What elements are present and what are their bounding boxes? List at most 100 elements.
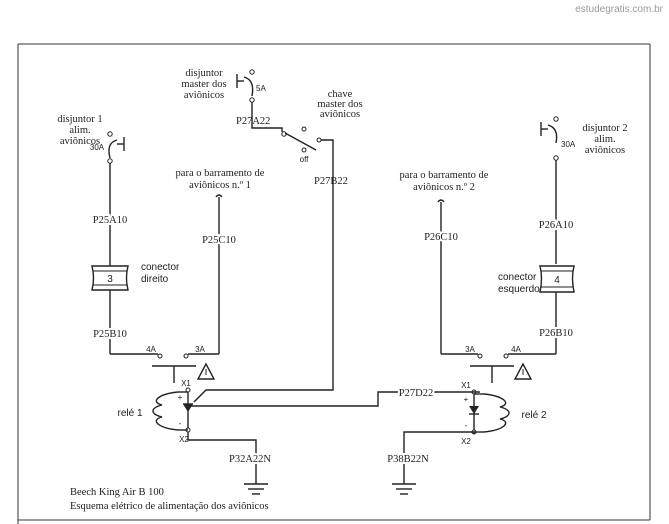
right-breaker-arc: [547, 124, 558, 144]
caption-line-2: Esquema elétrico de alimentação dos aviô…: [70, 501, 269, 512]
left-bus-label-2: aviônicos n.º 1: [189, 180, 251, 191]
relay-1-plus: +: [178, 393, 183, 402]
connector-4-body: [539, 265, 575, 293]
relay-1-warning-triangle: [196, 362, 216, 380]
wire-label-P38B22N-bg: P38B22N: [387, 454, 429, 465]
master-switch-off-contact: [301, 147, 307, 153]
connector-3-body: [91, 265, 129, 291]
connector-4-label-1: conector: [498, 272, 537, 283]
relay-2-diode: [469, 406, 479, 414]
relay-2-x2-label: X2: [461, 437, 471, 446]
wire-P27A22: [251, 112, 283, 132]
master-breaker-rating: 5A: [256, 84, 266, 93]
right-breaker-label-2: alim.: [594, 134, 615, 145]
wire-P38B22N: [403, 431, 475, 484]
ground-1-icon: [244, 483, 268, 495]
relay-2-minus: -: [465, 421, 468, 430]
relay-1-contact-3a: [183, 353, 189, 359]
connector-3-label-1: conector: [141, 262, 180, 273]
master-switch-on-contact: [301, 126, 307, 132]
relay-1-warning-icon: [196, 362, 216, 380]
wire-label-P25B10-bg: P25B10: [93, 329, 127, 340]
right-breaker-rating: 30A: [561, 140, 576, 149]
relay-2-label: relé 2: [521, 410, 546, 421]
master-switch-label-3: aviônicos: [320, 109, 360, 120]
relay-2: + -: [464, 389, 510, 435]
wire-label-P26A10-bg: P26A10: [539, 220, 573, 231]
master-breaker-label-2: master dos: [181, 79, 226, 90]
master-switch-out-contact: [316, 137, 322, 143]
relay-2-contact-a-label: 3A: [465, 345, 475, 354]
left-breaker-rating: 30A: [90, 143, 105, 152]
wire-P27B22: [193, 139, 334, 403]
left-breaker-arc: [108, 139, 118, 159]
wire-P27D22: [190, 391, 480, 407]
relay-2-warning-icon: [513, 362, 533, 380]
relay-1-diode: [183, 404, 193, 412]
wire-label-P25C10-bg: P25C10: [202, 235, 236, 246]
wire-label-P38B22N: P38B22N: [387, 454, 429, 465]
relay-1: + -: [152, 387, 193, 433]
connector-4-label-2: esquerdo: [498, 284, 540, 295]
master-breaker-arc: [243, 76, 254, 97]
connector-4: 4: [539, 265, 575, 293]
right-breaker-label-3: aviônicos: [585, 145, 625, 156]
master-breaker-label-1: disjuntor: [185, 68, 223, 79]
relay-2-contact-4a: [503, 353, 509, 359]
relay-2-contacts: [470, 353, 514, 383]
master-switch-lever: [284, 132, 317, 151]
relay-2-x1-label: X1: [461, 381, 471, 390]
wire-label-P25B10: P25B10: [93, 329, 127, 340]
wire-label-P27D22-bg: P27D22: [399, 388, 433, 399]
wire-P32A22N: [187, 432, 257, 484]
right-breaker-label-1: disjuntor 2: [582, 123, 627, 134]
master-breaker-label-3: aviônicos: [184, 90, 224, 101]
left-breaker-terminal-top: [107, 131, 113, 137]
relay-1-minus: -: [179, 419, 182, 428]
master-breaker: [236, 69, 255, 112]
master-switch-label-1: chave: [328, 89, 353, 100]
wire-label-P26B10: P26B10: [539, 328, 573, 339]
wire-label-P26B10-bg: P26B10: [539, 328, 573, 339]
wire-label-P25A10-bg: P25A10: [93, 215, 127, 226]
master-breaker-terminal-bottom: [249, 97, 255, 103]
right-breaker-terminal-top: [553, 116, 559, 122]
left-breaker-label-1: disjuntor 1: [57, 114, 102, 125]
wire-label-P32A22N-bg: P32A22N: [229, 454, 271, 465]
relay-2-warning-triangle: [513, 362, 533, 380]
connector-3-number: 3: [107, 274, 113, 285]
wire-label-P27A22: P27A22: [236, 116, 270, 127]
connector-4-number: 4: [554, 275, 560, 286]
right-breaker-terminal-bottom: [553, 155, 559, 161]
connector-3: 3: [91, 265, 129, 291]
relay-1-x2-label: X2: [179, 435, 189, 444]
left-breaker-label-2: alim.: [69, 125, 90, 136]
left-bus-label-1: para o barramento de: [176, 168, 265, 179]
relay-1-coil: [152, 391, 179, 431]
relay-2-contact-b-label: 4A: [511, 345, 521, 354]
wire-label-P32A22N: P32A22N: [229, 454, 271, 465]
watermark: estudegratis.com.br: [575, 4, 663, 15]
left-breaker-label-3: aviônicos: [60, 136, 100, 147]
left-breaker: [107, 131, 125, 164]
master-switch-label-2: master dos: [317, 99, 362, 110]
relay-1-label: relé 1: [117, 408, 142, 419]
relay-1-contacts: [152, 353, 196, 383]
wire-label-P27D22: P27D22: [399, 388, 433, 399]
wire-label-P26C10-bg: P26C10: [424, 232, 458, 243]
wire-label-P25A10: P25A10: [93, 215, 127, 226]
right-bus-label-2: aviônicos n.º 2: [413, 182, 475, 193]
relay-1-contact-b-label: 3A: [195, 345, 205, 354]
relay-1-x1-label: X1: [181, 379, 191, 388]
master-switch-off-label: off: [300, 155, 310, 164]
connector-3-label-2: direito: [141, 274, 169, 285]
wire-label-P26A10: P26A10: [539, 220, 573, 231]
caption-line-1: Beech King Air B 100: [70, 487, 164, 498]
right-breaker: [540, 116, 559, 161]
relay-1-contact-a-label: 4A: [146, 345, 156, 354]
relay-2-coil: [483, 393, 510, 433]
relay-2-contact-3a: [477, 353, 483, 359]
right-bus-terminal: [437, 199, 445, 203]
master-breaker-terminal-top: [249, 69, 255, 75]
